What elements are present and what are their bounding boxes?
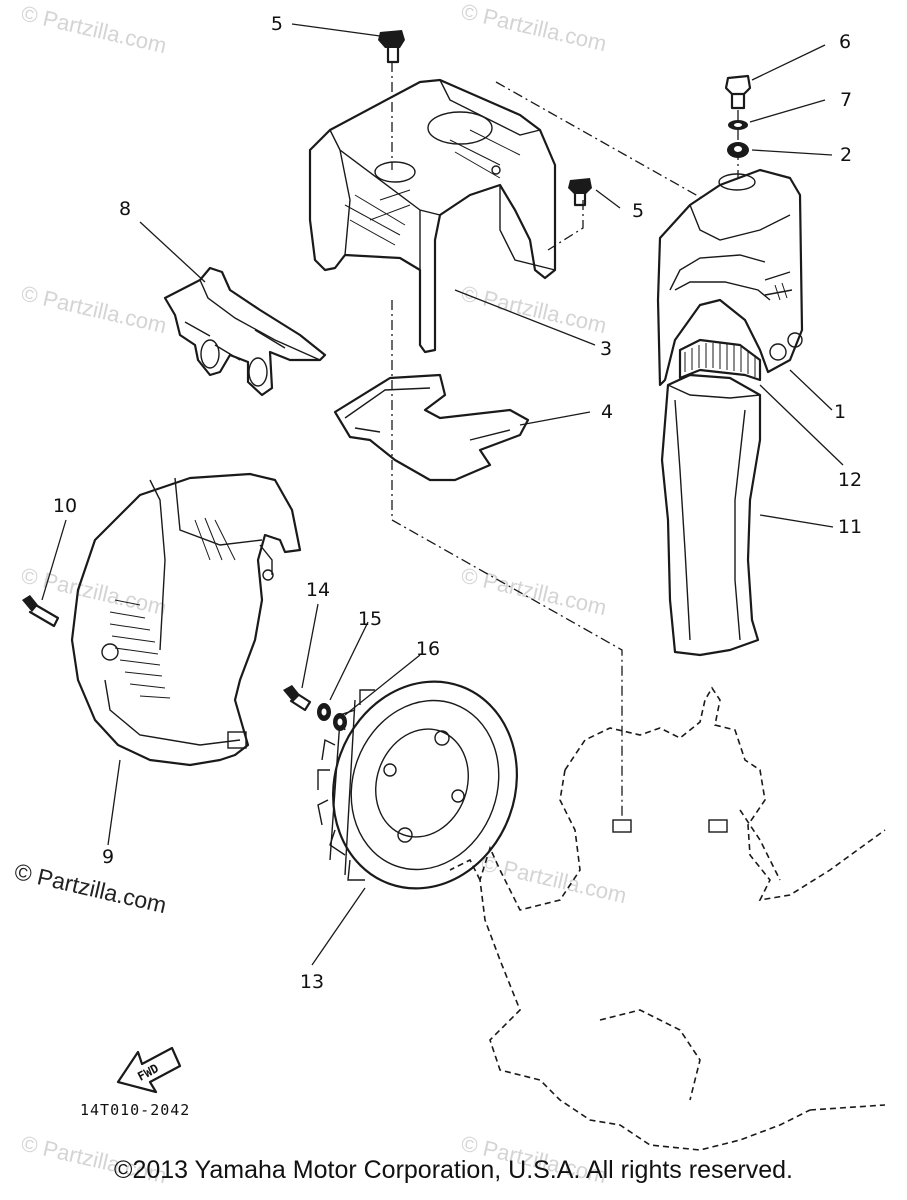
diagram-code: 14T010-2042	[80, 1101, 191, 1119]
faint-watermark: © Partzilla.com	[459, 281, 609, 339]
callout-2: 2	[840, 144, 852, 166]
bolt-14	[283, 685, 312, 712]
engine-outline	[449, 686, 886, 1151]
flywheel	[317, 680, 518, 890]
callout-7: 7	[840, 89, 852, 111]
faint-watermark: © Partzilla.com	[19, 1, 169, 59]
washer-7	[728, 120, 748, 130]
callout-5: 5	[271, 13, 283, 35]
callout-8: 8	[119, 198, 131, 220]
faint-watermark: © Partzilla.com	[19, 563, 169, 621]
alignment-lines	[391, 62, 739, 820]
air-hose	[660, 373, 762, 657]
washer-16	[333, 713, 347, 731]
bolt-5-top	[378, 30, 405, 64]
callout-11: 11	[838, 516, 862, 538]
fwd-arrow: FWD	[116, 1046, 182, 1094]
shroud-cover	[308, 78, 557, 354]
callout-10: 10	[53, 495, 77, 517]
washer-15	[317, 703, 331, 721]
callout-5-side: 5	[632, 200, 644, 222]
leader-lines	[41, 23, 844, 966]
fwd-label: FWD	[135, 1061, 161, 1084]
callout-16: 16	[416, 638, 440, 660]
callout-13: 13	[300, 971, 324, 993]
bracket	[163, 266, 327, 397]
callouts: 5 6 7 2 5 8 3 4 1 12 11 10 14 15 16 9 13	[53, 13, 862, 993]
faint-watermark: © Partzilla.com	[19, 281, 169, 339]
callout-12: 12	[838, 469, 862, 491]
fan-housing	[70, 472, 302, 767]
callout-14: 14	[306, 579, 330, 601]
copyright-notice: ©2013 Yamaha Motor Corporation, U.S.A. A…	[114, 1156, 793, 1184]
callout-1: 1	[834, 401, 846, 423]
faint-watermark: © Partzilla.com	[479, 851, 629, 909]
faint-watermark: © Partzilla.com	[459, 0, 609, 56]
nut-2	[727, 142, 749, 158]
bolt-6	[724, 74, 752, 110]
callout-15: 15	[358, 608, 382, 630]
callout-3: 3	[600, 338, 612, 360]
air-duct-cover	[656, 168, 804, 387]
bolt-10	[22, 595, 60, 628]
callout-9: 9	[102, 846, 114, 868]
callout-4: 4	[601, 401, 613, 423]
bolt-5-side	[568, 178, 592, 207]
callout-6: 6	[839, 31, 851, 53]
gasket-plate	[333, 373, 530, 482]
